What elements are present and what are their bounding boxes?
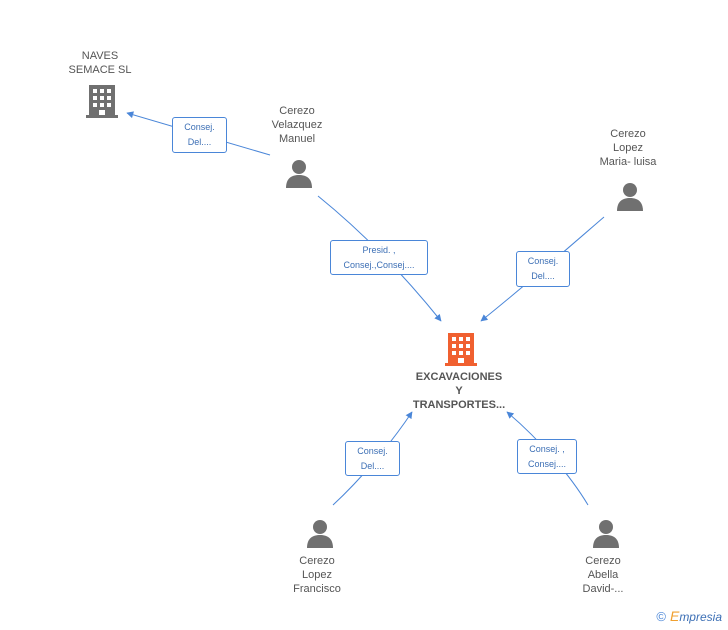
person-label-francisco[interactable]: Cerezo Lopez Francisco (272, 554, 362, 596)
person-icon[interactable] (591, 518, 621, 548)
company-label-line: NAVES (81, 50, 119, 62)
edge-label-line: Consej.... (527, 459, 567, 469)
person-label-line: Lopez (613, 142, 643, 154)
person-icon[interactable] (305, 518, 335, 548)
company-label-line: TRANSPORTES... (412, 399, 506, 411)
building-icon[interactable] (86, 83, 118, 119)
person-label-manuel[interactable]: Cerezo Velazquez Manuel (252, 104, 342, 146)
company-label-line: Y (455, 385, 463, 397)
edge-label-line: Del.... (187, 137, 212, 147)
edge-label-david-main[interactable]: Consej. , Consej.... (517, 439, 577, 474)
brand-name: mpresia (679, 610, 722, 624)
person-label-david[interactable]: Cerezo Abella David-... (558, 554, 648, 596)
edge-label-maria-main[interactable]: Consej. Del.... (516, 251, 570, 287)
edge-label-line: Consej. (357, 446, 388, 456)
edge-label-line: Consej. (184, 122, 215, 132)
footer-brand: ©Empresia (656, 608, 722, 624)
brand-initial: E (669, 608, 680, 624)
company-label-main[interactable]: EXCAVACIONES Y TRANSPORTES... (394, 370, 524, 412)
edge-label-manuel-main[interactable]: Presid. , Consej.,Consej.... (330, 240, 428, 275)
edge-label-line: Del.... (531, 271, 555, 281)
person-label-line: David-... (582, 583, 624, 595)
company-label-naves[interactable]: NAVES SEMACE SL (60, 49, 140, 77)
person-label-line: Manuel (278, 133, 316, 145)
edge-label-line: Consej. (527, 256, 559, 266)
copyright-icon: © (656, 609, 666, 624)
person-label-line: Cerezo (610, 128, 646, 140)
edge-label-francisco-main[interactable]: Consej. Del.... (345, 441, 400, 476)
person-label-line: Velazquez (271, 119, 323, 131)
person-icon[interactable] (284, 158, 314, 188)
person-label-maria[interactable]: Cerezo Lopez Maria- luisa (583, 127, 673, 169)
person-label-line: Francisco (293, 583, 341, 595)
building-icon[interactable] (445, 331, 477, 367)
person-label-line: Cerezo (585, 555, 621, 567)
person-icon[interactable] (615, 181, 645, 211)
person-label-line: Lopez (302, 569, 332, 581)
company-label-line: SEMACE SL (68, 64, 132, 76)
company-label-line: EXCAVACIONES (415, 371, 503, 383)
edge-label-manuel-naves[interactable]: Consej. Del.... (172, 117, 227, 153)
edge-label-line: Consej. , (529, 444, 565, 454)
person-label-line: Maria- luisa (599, 156, 657, 168)
person-label-line: Cerezo (279, 105, 315, 117)
edge-label-line: Presid. , (362, 245, 396, 255)
person-label-line: Abella (587, 569, 619, 581)
person-label-line: Cerezo (299, 555, 335, 567)
edge-label-line: Del.... (360, 461, 385, 471)
edge-label-line: Consej.,Consej.... (343, 260, 415, 270)
